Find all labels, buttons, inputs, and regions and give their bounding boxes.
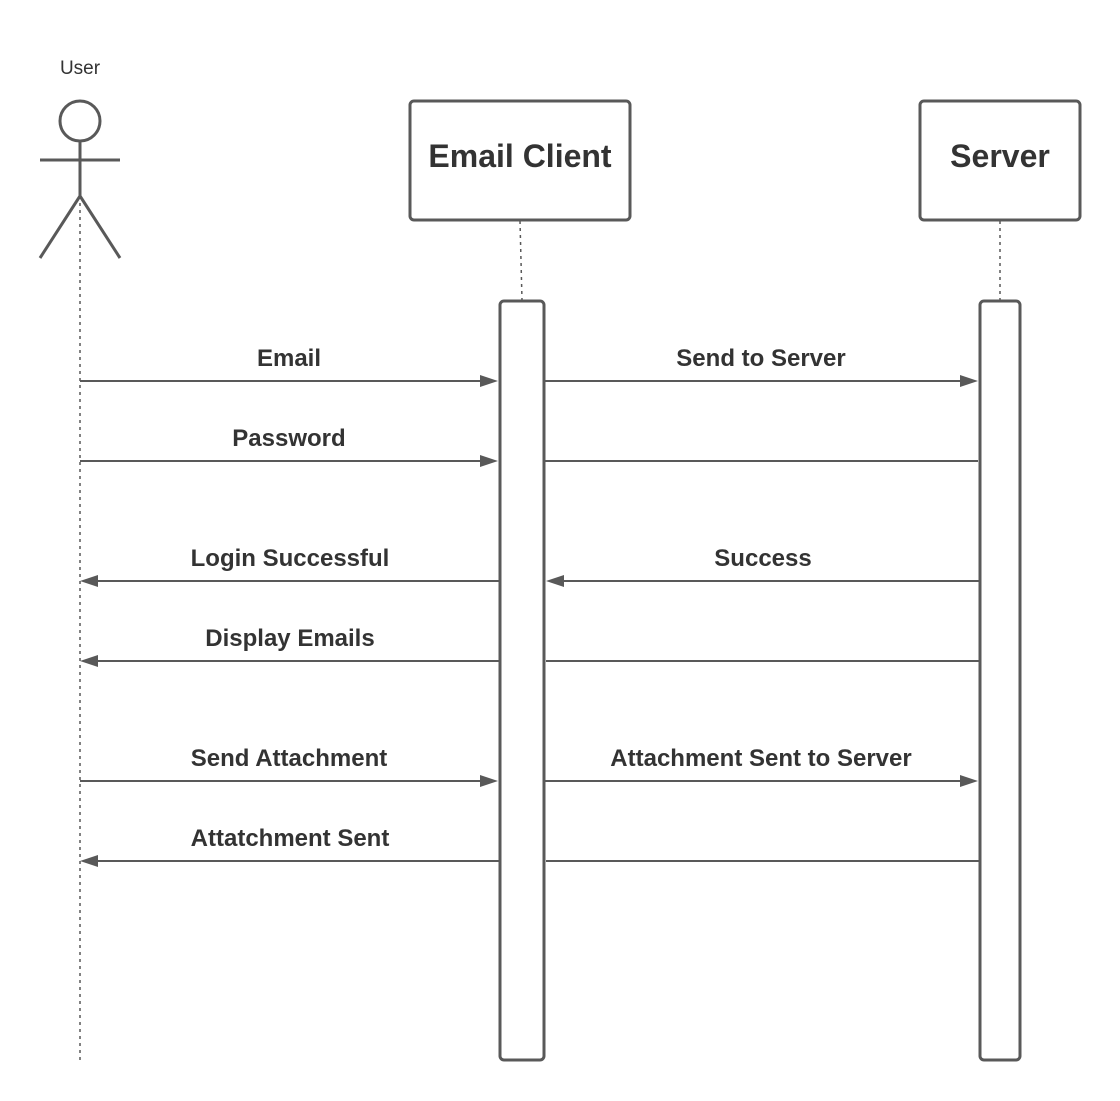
- participant-label-email-client: Email Client: [428, 138, 612, 174]
- message-2: Send to Server: [544, 345, 978, 387]
- message-1: Email: [80, 345, 498, 387]
- arrowhead-icon: [480, 455, 498, 467]
- message-label: Email: [257, 345, 321, 372]
- participant-server: Server: [918, 99, 1082, 1062]
- participant-box-server: [918, 99, 1082, 222]
- message-label: Send to Server: [676, 345, 845, 372]
- arrowhead-icon: [960, 375, 978, 387]
- participant-email-client: Email Client: [408, 99, 632, 1062]
- message-label: Login Successful: [191, 545, 390, 572]
- message-9: Send Attachment: [80, 745, 498, 787]
- actor-user-label: User: [60, 58, 101, 79]
- message-6: Success: [546, 545, 980, 587]
- message-5: Login Successful: [80, 545, 500, 587]
- participant-label-server: Server: [950, 138, 1050, 174]
- activation-bar-server: [978, 299, 1022, 1062]
- arrowhead-icon: [960, 775, 978, 787]
- arrowhead-icon: [80, 855, 98, 867]
- message-label: Success: [714, 545, 811, 572]
- arrowhead-icon: [480, 775, 498, 787]
- actor-head: [58, 99, 102, 143]
- actor-right-leg: [78, 195, 122, 259]
- arrowhead-icon: [80, 575, 98, 587]
- message-11: Attatchment Sent: [80, 825, 500, 867]
- message-label: Password: [232, 425, 345, 452]
- arrowhead-icon: [80, 655, 98, 667]
- message-3: Password: [80, 425, 498, 467]
- participant-box-email-client: [408, 99, 632, 222]
- message-label: Display Emails: [205, 625, 374, 652]
- lifeline-email-client: [519, 220, 523, 301]
- arrowhead-icon: [546, 575, 564, 587]
- actor-left-leg: [38, 195, 82, 259]
- message-label: Attachment Sent to Server: [610, 745, 911, 772]
- activation-bar-email-client: [498, 299, 546, 1062]
- message-10: Attachment Sent to Server: [544, 745, 978, 787]
- message-label: Send Attachment: [191, 745, 387, 772]
- actor-user: User: [38, 58, 122, 1062]
- arrowhead-icon: [480, 375, 498, 387]
- message-7: Display Emails: [80, 625, 500, 667]
- message-label: Attatchment Sent: [191, 825, 390, 852]
